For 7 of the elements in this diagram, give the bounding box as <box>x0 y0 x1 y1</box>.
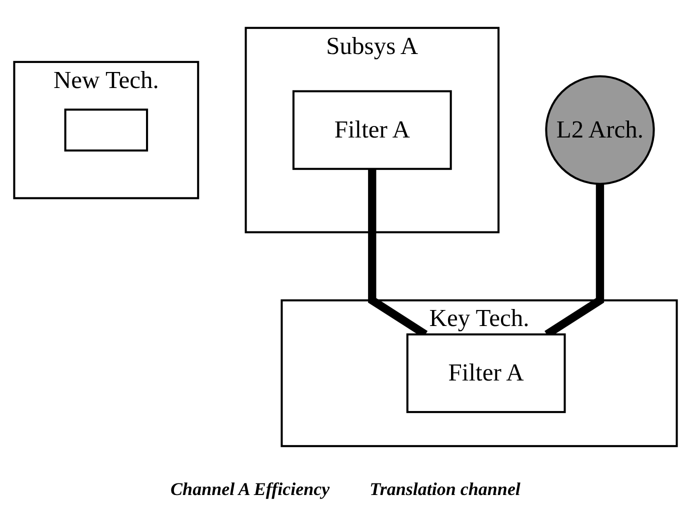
note-label: Channel A Efficiency <box>170 479 330 500</box>
node-box <box>64 108 148 152</box>
node-circle: L2 Arch. <box>545 74 655 184</box>
node-box: Filter A <box>406 332 566 413</box>
cluster: New Tech. <box>13 60 200 199</box>
note-label: Translation channel <box>370 479 520 500</box>
node-box: Filter A <box>292 90 452 170</box>
